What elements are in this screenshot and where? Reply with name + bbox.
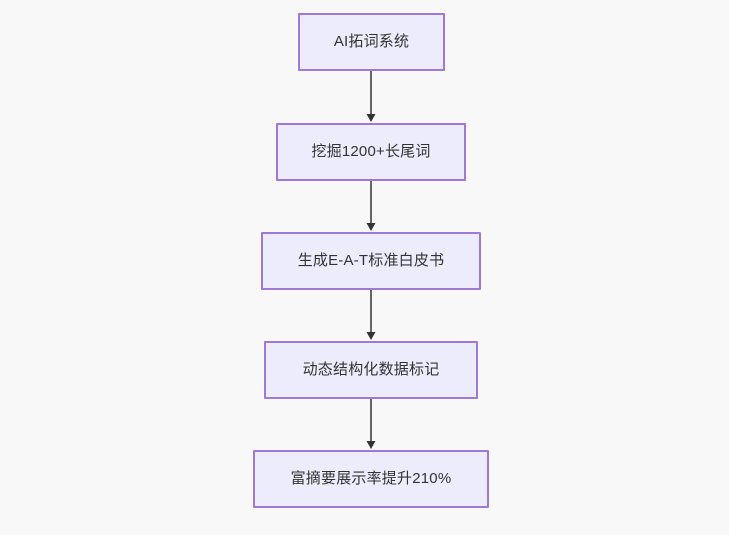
flow-edge-1-to-2: [362, 71, 380, 123]
flow-node-label: 生成E-A-T标准白皮书: [297, 252, 445, 269]
flow-node-rich-snippet-result[interactable]: 富摘要展示率提升210%: [253, 450, 489, 508]
flow-node-longtail-mining[interactable]: 挖掘1200+长尾词: [276, 123, 466, 181]
arrowhead-icon: [366, 223, 376, 231]
arrowhead-icon: [366, 114, 376, 122]
flow-node-ai-keyword-system[interactable]: AI拓词系统: [298, 13, 445, 71]
flow-edge-3-to-4: [362, 290, 380, 341]
flow-edge-2-to-3: [362, 181, 380, 232]
flow-node-structured-data-markup[interactable]: 动态结构化数据标记: [264, 341, 478, 399]
arrowhead-icon: [366, 441, 376, 449]
flow-node-label: 动态结构化数据标记: [302, 361, 440, 378]
flow-node-eat-whitepaper[interactable]: 生成E-A-T标准白皮书: [261, 232, 481, 290]
flow-node-label: 挖掘1200+长尾词: [311, 143, 431, 160]
flow-node-label: AI拓词系统: [333, 33, 410, 50]
flow-edge-4-to-5: [362, 399, 380, 450]
arrowhead-icon: [366, 332, 376, 340]
flow-node-label: 富摘要展示率提升210%: [290, 470, 452, 487]
